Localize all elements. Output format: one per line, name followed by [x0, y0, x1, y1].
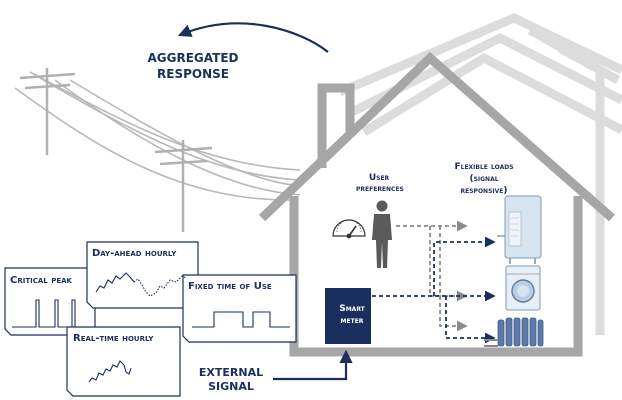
user-preference-signals — [396, 220, 468, 332]
day-ahead-hourly-label: Day-ahead hourly — [92, 248, 177, 259]
real-time-curve — [88, 360, 132, 383]
fixed-tou-curve — [192, 311, 290, 328]
smart-meter-signals — [372, 236, 496, 344]
day-ahead-curve — [95, 272, 135, 293]
day-ahead-forecast — [133, 275, 187, 297]
card-real-time — [66, 326, 181, 397]
aggregated-response-arrow — [177, 22, 329, 53]
radiator-icon — [484, 317, 544, 347]
person-icon — [372, 200, 392, 268]
critical-peak-curve — [12, 299, 88, 328]
real-time-hourly-label: Real-time hourly — [73, 333, 154, 344]
card-fixed-tou — [182, 274, 297, 343]
main-house — [258, 51, 615, 357]
washing-machine-icon — [505, 265, 541, 311]
smart-meter-label: Smart meter — [339, 304, 365, 326]
water-heater-icon — [497, 195, 542, 264]
smart-meter-box — [325, 288, 371, 344]
external-signal-label: EXTERNAL SIGNAL — [198, 366, 264, 393]
card-day-ahead — [86, 241, 199, 309]
user-preferences-label: User preferences — [356, 173, 404, 194]
fixed-time-of-use-label: Fixed time of Use — [188, 281, 272, 292]
pylon-right — [154, 140, 213, 232]
flexible-loads-label: Flexible loads (signal responsive) — [454, 162, 514, 196]
pylon-left — [19, 68, 76, 155]
gauge-icon — [332, 219, 366, 239]
external-signal-arrow — [273, 349, 353, 381]
aggregated-response-label: AGGREGATED RESPONSE — [147, 51, 239, 81]
tariff-cards — [4, 241, 297, 397]
power-lines — [14, 71, 301, 201]
critical-peak-label: Critical peak — [10, 275, 72, 286]
